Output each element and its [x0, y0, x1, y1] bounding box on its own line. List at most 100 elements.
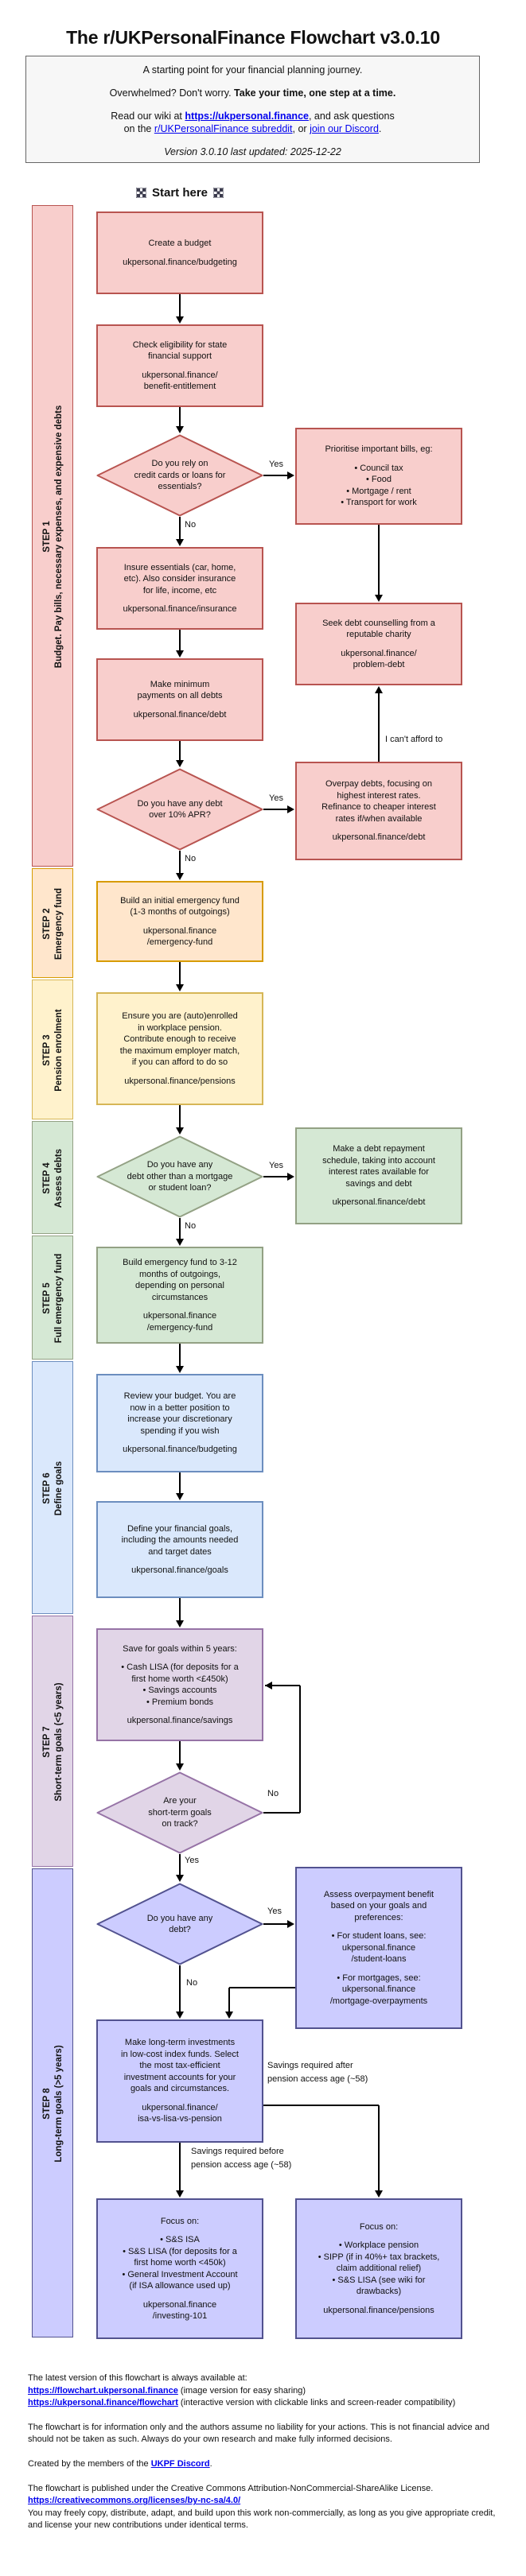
- subreddit-link[interactable]: r/UKPersonalFinance subreddit: [154, 123, 293, 134]
- arrowhead-e7: [176, 760, 184, 767]
- edge-e2: [179, 407, 181, 432]
- ukpf-discord-link[interactable]: UKPF Discord: [150, 2459, 210, 2469]
- step-number: STEP 8: [42, 2088, 53, 2120]
- edge-e18: [179, 1741, 181, 1769]
- edge-e7: [179, 741, 181, 766]
- step-description: Budget. Pay bills, necessary expenses, a…: [54, 405, 64, 669]
- arrowhead-e19: [265, 1682, 272, 1690]
- creative-commons-link[interactable]: https://creativecommons.org/licenses/by-…: [28, 2496, 241, 2506]
- step-number: STEP 5: [42, 1282, 53, 1314]
- arrowhead-e17: [176, 1620, 184, 1627]
- footer: The latest version of this flowchart is …: [28, 2372, 505, 2532]
- intro-wiki-line: Read our wiki at https://ukpersonal.fina…: [111, 111, 395, 122]
- node-insure-essentials: Insure essentials (car, home,etc). Also …: [96, 547, 263, 630]
- edge-label-no4: No: [267, 1789, 279, 1798]
- edge-label-afford: I can't afford to: [385, 735, 443, 744]
- diamond-shape: [96, 1135, 263, 1218]
- edge-label-no5: No: [186, 1978, 198, 1988]
- edge-e5: [378, 525, 380, 600]
- wiki-link[interactable]: https://ukpersonal.finance: [185, 111, 309, 122]
- edge-label-yes4: Yes: [185, 1856, 199, 1865]
- edge-e16: [179, 1472, 181, 1499]
- edge-e20: [179, 1854, 181, 1880]
- edge-label-yes2: Yes: [269, 793, 283, 803]
- intro-community-line: on the r/UKPersonalFinance subreddit, or…: [123, 123, 382, 134]
- step-description: Pension enrolment: [54, 1009, 64, 1092]
- node-short-term-savings: Save for goals within 5 years:• Cash LIS…: [96, 1628, 263, 1741]
- step-number: STEP 4: [42, 1162, 53, 1194]
- intro-overwhelmed: Overwhelmed? Don't worry. Take your time…: [109, 87, 396, 99]
- arrowhead-e8: [287, 805, 294, 813]
- arrowhead-e13: [287, 1173, 294, 1181]
- edge-e24: [179, 2143, 181, 2196]
- edge-e3: [263, 475, 293, 476]
- arrowhead-e3: [287, 471, 294, 479]
- footer-credits: Created by the members of the UKPF Disco…: [28, 2459, 212, 2469]
- checkered-flag-icon: [135, 188, 146, 198]
- step-description: Assess debts: [54, 1148, 64, 1208]
- edge-label-no2: No: [185, 854, 197, 863]
- footer-disclaimer: The flowchart is for information only an…: [28, 2422, 490, 2445]
- edge-e9: [378, 688, 380, 762]
- edge-e4: [179, 517, 181, 545]
- node-define-goals: Define your financial goals,including th…: [96, 1501, 263, 1598]
- edge-label-no3: No: [185, 1221, 197, 1231]
- footer-latest-version: The latest version of this flowchart is …: [28, 2373, 456, 2408]
- edge-e6: [179, 630, 181, 656]
- page-title: The r/UKPersonalFinance Flowchart v3.0.1…: [66, 27, 440, 48]
- edge-e12: [179, 1105, 181, 1133]
- arrowhead-e21: [287, 1920, 294, 1928]
- interactive-version-link[interactable]: https://ukpersonal.finance/flowchart: [28, 2398, 178, 2408]
- discord-link[interactable]: join our Discord: [310, 123, 379, 134]
- arrowhead-e10: [176, 873, 184, 880]
- edge-label-yes1: Yes: [269, 460, 283, 469]
- node-focus-isa: Focus on:• S&S ISA• S&S LISA (for deposi…: [96, 2198, 263, 2339]
- arrowhead-e9: [375, 686, 383, 693]
- arrowhead-e20: [176, 1875, 184, 1882]
- edge-e21: [263, 1923, 293, 1925]
- edge-label-yes3: Yes: [269, 1161, 283, 1170]
- intro-box: A starting point for your financial plan…: [25, 56, 480, 163]
- arrowhead-e18: [176, 1763, 184, 1771]
- diamond-shape: [96, 1883, 263, 1965]
- image-version-link[interactable]: https://flowchart.ukpersonal.finance: [28, 2385, 178, 2396]
- edge-e10: [179, 851, 181, 879]
- step-description: Define goals: [54, 1461, 64, 1516]
- checkered-flag-icon: [213, 188, 224, 198]
- edge-e23: [228, 1988, 230, 2017]
- arrowhead-e25: [375, 2190, 383, 2198]
- footer-license: The flowchart is published under the Cre…: [28, 2483, 496, 2531]
- arrowhead-e24: [176, 2190, 184, 2198]
- edge-e25: [378, 2105, 380, 2196]
- step-number: STEP 6: [42, 1472, 53, 1504]
- step-description: Full emergency fund: [54, 1253, 64, 1344]
- intro-version: Version 3.0.10 last updated: 2025-12-22: [164, 146, 341, 157]
- node-focus-pension: Focus on:• Workplace pension• SIPP (if i…: [295, 2198, 462, 2339]
- arrowhead-e2: [176, 426, 184, 433]
- edge-e17: [179, 1598, 181, 1626]
- step-number: STEP 7: [42, 1726, 53, 1758]
- arrowhead-e12: [176, 1127, 184, 1135]
- step-number: STEP 3: [42, 1034, 53, 1066]
- start-here-heading: Start here: [96, 186, 263, 200]
- edge-label-yes5: Yes: [267, 1907, 282, 1916]
